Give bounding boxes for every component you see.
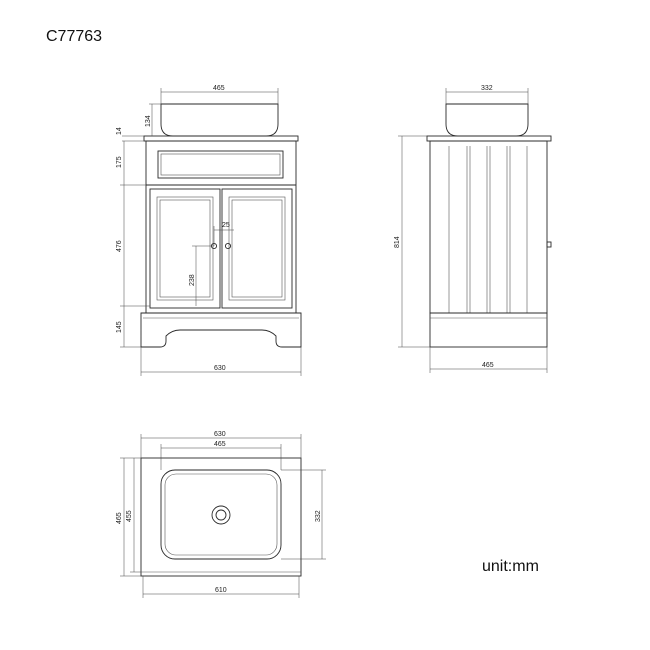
- dim-overall-height: 814: [394, 236, 401, 248]
- dim-top-cabinet-width: 610: [215, 587, 227, 594]
- product-code: C77763: [46, 28, 102, 45]
- dim-door-height: 476: [116, 240, 123, 252]
- dim-plinth-height: 145: [116, 321, 123, 333]
- front-cabinet-body: [145, 140, 297, 314]
- dim-top-basin-depth: 332: [315, 510, 322, 522]
- unit-label: unit:mm: [482, 558, 539, 575]
- front-drawer: [157, 150, 284, 179]
- front-left-door: [149, 188, 221, 309]
- side-view: [426, 103, 552, 348]
- top-view-dimensions: 630 465 465 455 332 610: [116, 431, 326, 598]
- front-basin: [160, 103, 279, 137]
- front-plinth: [140, 312, 302, 348]
- front-right-door-panel-inner: [231, 199, 283, 298]
- front-view: [140, 103, 302, 348]
- front-countertop: [143, 135, 299, 142]
- side-cabinet-body: [429, 140, 548, 314]
- side-knob: [546, 241, 552, 248]
- dim-basin-height: 134: [145, 115, 152, 127]
- dim-overall-width: 630: [214, 365, 226, 372]
- dim-knob-height: 238: [189, 274, 196, 286]
- dim-top-overall-depth: 465: [116, 512, 123, 524]
- dim-drawer-height: 175: [116, 156, 123, 168]
- top-countertop: [140, 457, 302, 577]
- side-basin: [445, 103, 529, 137]
- top-drain-inner: [215, 509, 227, 521]
- top-basin-outer: [160, 469, 282, 560]
- side-countertop: [426, 135, 552, 142]
- front-view-dimensions: 465 134 14 175 476 145 25 238 630: [116, 85, 302, 376]
- dim-knob-offset: 25: [222, 222, 230, 229]
- dim-overall-depth: 465: [482, 362, 494, 369]
- dim-top-thickness: 14: [116, 127, 123, 135]
- front-right-door: [221, 188, 293, 309]
- dim-basin-depth: 332: [481, 85, 493, 92]
- front-drawer-inner: [160, 153, 281, 176]
- front-right-knob: [224, 242, 232, 250]
- front-left-door-panel-inner: [159, 199, 211, 298]
- dim-top-inner-depth: 455: [126, 510, 133, 522]
- side-view-dimensions: 332 814 465: [394, 85, 548, 373]
- side-plinth: [429, 312, 548, 348]
- dim-top-overall-width: 630: [214, 431, 226, 438]
- front-right-door-panel: [228, 196, 286, 301]
- top-view: [140, 457, 302, 577]
- dim-top-basin-width: 465: [214, 441, 226, 448]
- dim-basin-width: 465: [213, 85, 225, 92]
- top-drain-outer: [211, 505, 231, 525]
- top-basin-inner: [164, 473, 278, 556]
- front-left-door-panel: [156, 196, 214, 301]
